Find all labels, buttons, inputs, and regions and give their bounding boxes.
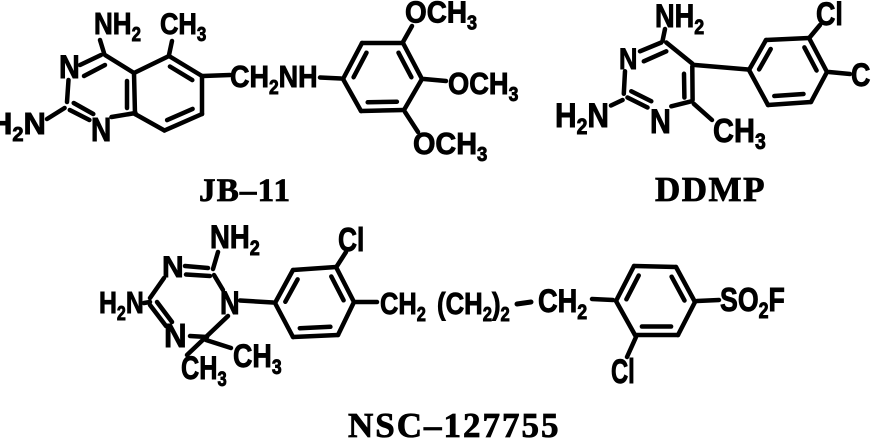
svg-text:H2​N: H2​N <box>99 285 144 324</box>
svg-text:NH2​: NH2​ <box>94 7 141 45</box>
svg-text:N: N <box>220 286 240 322</box>
svg-text:CH2​NH: CH2​NH <box>230 60 318 98</box>
svg-text:OCH3​: OCH3​ <box>405 0 477 35</box>
svg-text:OCH3​: OCH3​ <box>448 67 518 105</box>
svg-text:N: N <box>162 251 184 284</box>
svg-text:NSC–127755: NSC–127755 <box>348 406 561 440</box>
svg-text:Cl: Cl <box>851 58 871 94</box>
svg-text:CH3​: CH3​ <box>160 7 206 45</box>
svg-text:SO2​F: SO2​F <box>720 282 785 323</box>
svg-text:(CH2​)2​: (CH2​)2​ <box>437 287 510 326</box>
svg-text:Cl: Cl <box>338 222 364 258</box>
svg-text:OCH3​: OCH3​ <box>413 127 488 166</box>
svg-text:CH2​: CH2​ <box>380 287 426 326</box>
svg-text:N: N <box>650 102 671 141</box>
svg-text:CH3​: CH3​ <box>233 339 282 380</box>
svg-text:H2​N: H2​N <box>555 96 609 139</box>
svg-text:N: N <box>91 112 111 149</box>
svg-text:H2​N: H2​N <box>0 106 46 146</box>
svg-text:NH2​: NH2​ <box>655 0 704 39</box>
svg-text:Cl: Cl <box>611 353 635 391</box>
svg-text:JB–11: JB–11 <box>199 173 291 209</box>
svg-text:NH2​: NH2​ <box>210 220 260 260</box>
svg-text:Cl: Cl <box>816 0 843 33</box>
svg-text:CH2​: CH2​ <box>538 284 587 324</box>
svg-text:N: N <box>164 317 187 354</box>
svg-text:CH3​: CH3​ <box>181 351 227 391</box>
svg-text:CH3​: CH3​ <box>713 112 766 154</box>
svg-text:N: N <box>619 42 637 75</box>
svg-text:N: N <box>59 50 80 86</box>
svg-text:DDMP: DDMP <box>655 170 766 209</box>
